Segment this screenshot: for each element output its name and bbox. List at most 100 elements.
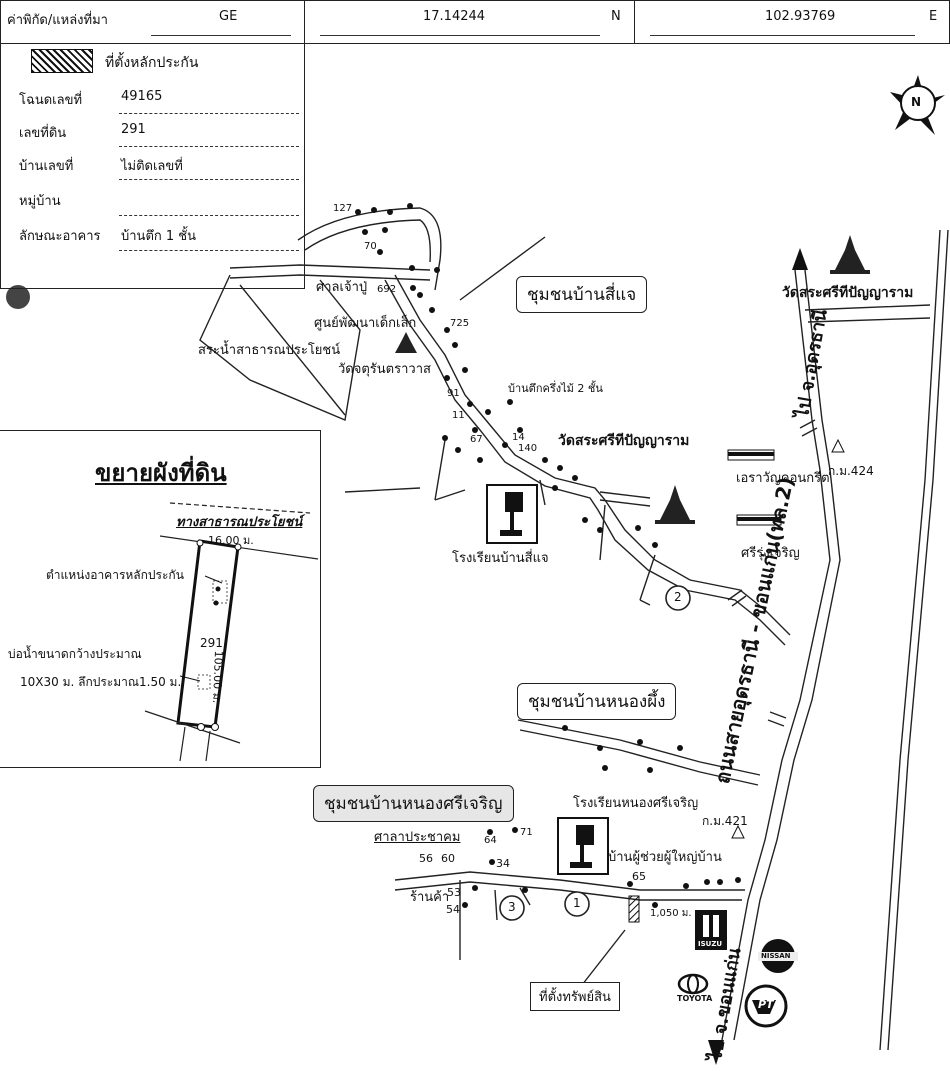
temple-2-label: วัดสระศรีทีปัญญาราม <box>558 433 690 449</box>
km-marker-icon <box>831 438 845 453</box>
house-number: 65 <box>632 870 646 883</box>
route-circle-2 <box>665 585 691 611</box>
plot-road-label: ทางสาธารณประโยชน์ <box>176 515 303 530</box>
house-number: 60 <box>441 852 455 865</box>
arrow-south-icon <box>708 1040 724 1065</box>
legend-box: ที่ตั้งหลักประกัน โฉนดเลขที่ 49165 เลขที… <box>0 43 305 289</box>
plot-length-label: 105.00 ม. <box>210 650 226 704</box>
source-value: GE <box>219 9 238 24</box>
shop-icon <box>727 449 782 526</box>
arrow-north-icon <box>792 248 808 270</box>
hall-label: ศาลาประชาคม <box>374 830 461 845</box>
legend-row-value: ไม่ติดเลขที่ <box>121 159 183 174</box>
lon-value: 102.93769 <box>765 9 836 24</box>
punch-hole <box>6 285 30 309</box>
route-circle-3 <box>499 895 525 921</box>
distance-label: 1,050 ม. <box>650 908 692 919</box>
village-road-1 <box>229 264 431 271</box>
lat-unit: N <box>611 9 621 24</box>
house-number: 725 <box>450 318 470 329</box>
community-3-label: ชุมชนบ้านหนองศรีเจริญ <box>313 785 514 822</box>
legend-marker-label: ที่ตั้งหลักประกัน <box>105 55 199 71</box>
route-1-label: 1 <box>573 896 581 910</box>
legend-row-label: บ้านเลขที่ <box>19 159 74 174</box>
toyota-logo <box>677 973 709 995</box>
plot-pond-label-1: บ่อน้ำขนาดกว้างประมาณ <box>8 647 142 661</box>
pond-loop <box>199 274 361 421</box>
plot-inset: ขยายผังที่ดิน ทางสาธารณประโยชน์ 16.00 ม.… <box>0 430 321 768</box>
highway-east-edge <box>733 269 841 1041</box>
railway-line <box>879 229 941 1051</box>
house-number: 64 <box>484 835 497 846</box>
property-label: ที่ตั้งทรัพย์สิน <box>530 982 620 1011</box>
header-lat-cell: 17.14244 N <box>304 0 635 44</box>
house-number: 11 <box>452 410 465 421</box>
route-2-label: 2 <box>674 590 682 604</box>
nissan-logo <box>758 939 798 973</box>
plot-title: ขยายผังที่ดิน <box>95 459 227 487</box>
house-number: 91 <box>447 388 460 399</box>
plot-parcel-no: 291 <box>200 636 223 650</box>
village-road-2 <box>394 274 791 636</box>
community-2-label: ชุมชนบ้านหนองผึ้ง <box>517 683 677 720</box>
property-marker <box>628 895 640 923</box>
legend-row-value: บ้านตึก 1 ชั้น <box>121 229 196 244</box>
shrine-label: ศาลเจ้าปู่ <box>316 280 368 295</box>
house-number: 127 <box>333 203 353 214</box>
legend-row-label: โฉนดเลขที่ <box>19 93 83 108</box>
village-head-label: บ้านผู้ช่วยผู้ใหญ่บ้าน <box>608 850 722 865</box>
pt-text: PT <box>758 998 774 1011</box>
shop-2-label: ศรีรุ่งเจริญ <box>741 546 800 561</box>
house-number: 54 <box>446 903 460 916</box>
lat-value: 17.14244 <box>423 9 486 24</box>
school-1-label: โรงเรียนบ้านสี่แจ <box>452 551 549 566</box>
community-2-road <box>517 719 761 786</box>
property-pointer <box>581 929 626 986</box>
legend-row-value: 291 <box>121 122 146 137</box>
legend-row-label: ลักษณะอาคาร <box>19 229 101 244</box>
legend-row-label: เลขที่ดิน <box>19 126 67 141</box>
house-number: 70 <box>364 241 377 252</box>
toyota-text: TOYOTA <box>677 994 713 1003</box>
school-2-label: โรงเรียนหนองศรีเจริญ <box>573 796 699 811</box>
house-number: 67 <box>470 434 483 445</box>
pt-logo <box>744 984 788 1028</box>
temple-road <box>804 304 931 323</box>
isuzu-logo <box>695 910 727 950</box>
hatch-marker-icon <box>31 49 93 73</box>
isuzu-text: ISUZU <box>698 940 723 948</box>
village-loop <box>297 207 442 291</box>
km-1-label: ก.ม.424 <box>828 464 874 478</box>
legend-row-label: หมู่บ้าน <box>19 194 61 209</box>
compass-icon <box>890 75 945 135</box>
temple-icon-small <box>395 332 417 353</box>
house-label: บ้านตึกครึ่งไม้ 2 ชั้น <box>508 382 603 395</box>
child-center-label: ศูนย์พัฒนาเด็กเล็ก <box>314 316 417 331</box>
route-3-label: 3 <box>508 900 516 914</box>
house-markers <box>355 203 741 908</box>
nissan-text: NISSAN <box>761 952 791 960</box>
plot-pond-label-2: 10X30 ม. ลึกประมาณ1.50 ม. <box>20 675 182 689</box>
route-circle-1 <box>564 891 590 917</box>
store-label: ร้านค้า <box>410 890 450 905</box>
house-number: 692 <box>377 284 397 295</box>
pond-label: สระน้ำสาธารณประโยชน์ <box>198 343 341 358</box>
lon-unit: E <box>929 9 938 24</box>
header-source-cell: ค่าพิกัด/แหล่งที่มา GE <box>0 0 305 44</box>
legend-row-value: 49165 <box>121 89 163 104</box>
community-3-road <box>394 871 745 901</box>
header-lon-cell: 102.93769 E <box>634 0 950 44</box>
coord-label: ค่าพิกัด/แหล่งที่มา <box>7 13 108 28</box>
plot-building-label: ตำแหน่งอาคารหลักประกัน <box>46 568 184 582</box>
plot-diagram <box>144 502 319 762</box>
temple-1-label: วัดจตุรันตราวาส <box>338 362 431 377</box>
plot-width-label: 16.00 ม. <box>208 534 254 547</box>
compass-label: N <box>911 95 922 109</box>
house-number: 140 <box>518 443 538 454</box>
house-number: 53 <box>447 886 461 899</box>
house-number: 34 <box>496 857 510 870</box>
km-marker-icon-2 <box>731 824 745 839</box>
km-2-label: ก.ม.421 <box>702 814 748 828</box>
highway-west-edge <box>721 269 831 1041</box>
